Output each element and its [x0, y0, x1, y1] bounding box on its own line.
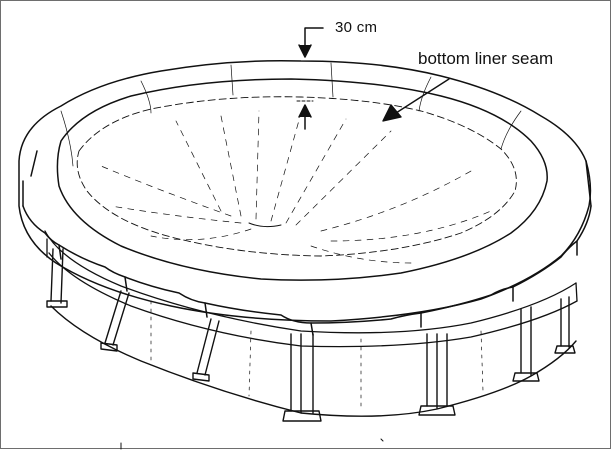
liner-rim: [18, 59, 592, 336]
pool-uprights: [46, 248, 577, 450]
dimension-label: 30 cm: [335, 19, 378, 36]
pool-wall: [44, 230, 578, 412]
liner-bowl: [60, 62, 522, 264]
seam-label: bottom liner seam: [418, 49, 554, 68]
dimension-marker: [296, 27, 324, 130]
seam-callout: [382, 78, 450, 122]
